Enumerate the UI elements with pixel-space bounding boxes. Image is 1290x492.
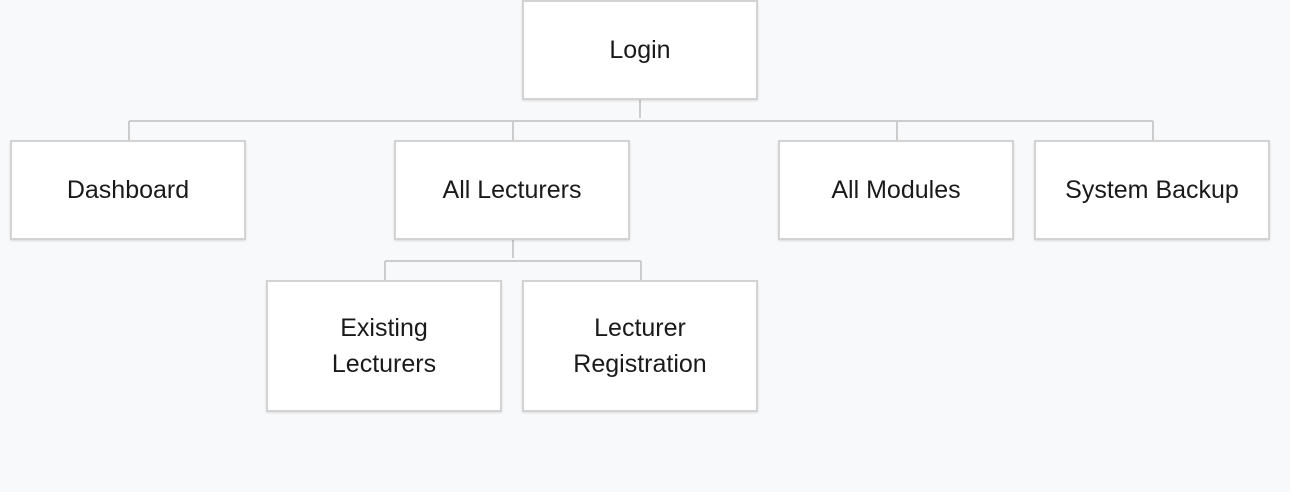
node-dashboard[interactable]: Dashboard xyxy=(10,140,246,240)
node-login-label: Login xyxy=(609,36,671,64)
node-system-backup-label: System Backup xyxy=(1065,176,1239,204)
node-system-backup[interactable]: System Backup xyxy=(1034,140,1270,240)
node-lecturer-registration[interactable]: Lecturer Registration xyxy=(522,280,758,412)
node-existing-lecturers[interactable]: Existing Lecturers xyxy=(266,280,502,412)
node-all-modules[interactable]: All Modules xyxy=(778,140,1014,240)
node-lecturer-registration-label: Lecturer Registration xyxy=(573,314,707,378)
node-all-modules-label: All Modules xyxy=(831,176,961,204)
node-all-lecturers-label: All Lecturers xyxy=(442,176,582,204)
node-login[interactable]: Login xyxy=(522,0,758,100)
node-all-lecturers[interactable]: All Lecturers xyxy=(394,140,630,240)
node-dashboard-label: Dashboard xyxy=(66,176,190,204)
node-existing-lecturers-label: Existing Lecturers xyxy=(331,314,437,378)
